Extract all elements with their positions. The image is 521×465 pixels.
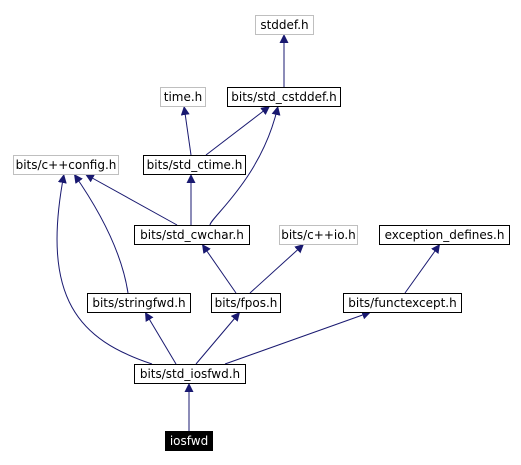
node-excdef[interactable]: exception_defines.h [379,225,510,245]
node-cppconfig: bits/c++config.h [13,155,119,175]
node-cstddef[interactable]: bits/std_cstddef.h [227,87,341,107]
node-iosfwd: iosfwd [165,431,213,451]
node-box-excdef [379,225,510,245]
node-ctime[interactable]: bits/std_ctime.h [143,155,246,175]
node-label-cwchar: bits/std_cwchar.h [140,228,244,242]
node-box-ctime [143,155,246,175]
node-label-iosfwd: iosfwd [170,434,208,448]
edge-cwchar-to-cppconfig [84,173,178,226]
node-label-excdef: exception_defines.h [385,228,505,242]
node-box-cwchar [134,225,250,245]
node-label-stringfwd: bits/stringfwd.h [92,296,185,310]
node-functexcept[interactable]: bits/functexcept.h [343,293,462,313]
node-cppio: bits/c++io.h [279,225,358,245]
node-box-cstddef [227,87,341,107]
node-label-cppconfig: bits/c++config.h [16,158,117,172]
node-box-fpos [211,293,281,313]
node-box-iosfwdh [134,364,246,384]
node-stringfwd[interactable]: bits/stringfwd.h [87,293,191,313]
edge-fpos-to-cwchar [201,243,237,294]
node-box-functexcept [343,293,462,313]
node-label-iosfwdh: bits/std_iosfwd.h [140,367,240,381]
edge-iosfwdh-to-stringfwd [144,311,177,365]
edge-cwchar-to-cstddef [209,105,281,226]
node-box-stringfwd [87,293,191,313]
node-box-stddef [255,15,314,35]
node-fpos[interactable]: bits/fpos.h [211,293,281,313]
node-label-stddef: stddef.h [260,18,308,32]
edges-layer [56,34,441,431]
node-box-cppconfig [13,155,119,175]
node-label-cstddef: bits/std_cstddef.h [231,90,336,104]
node-stddef: stddef.h [255,15,314,35]
node-iosfwdh[interactable]: bits/std_iosfwd.h [134,364,246,384]
edge-iosfwdh-to-cppconfig [56,173,153,365]
edge-iosfwdh-to-fpos [195,311,241,365]
node-label-time: time.h [164,90,203,104]
node-box-cppio [279,225,358,245]
node-label-functexcept: bits/functexcept.h [348,296,456,310]
edge-functexcept-to-excdef [404,243,441,294]
node-label-cppio: bits/c++io.h [281,228,356,242]
node-box-time [160,87,206,107]
edge-stringfwd-to-cppconfig [73,173,129,294]
node-label-fpos: bits/fpos.h [215,296,278,310]
node-cwchar[interactable]: bits/std_cwchar.h [134,225,250,245]
edge-ctime-to-time [180,105,192,156]
node-box-iosfwd [165,431,213,451]
edge-ctime-to-cstddef [205,105,271,156]
nodes-layer: stddef.h time.h bits/std_cstddef.h bits/c++… [13,15,510,451]
node-time: time.h [160,87,206,107]
node-label-ctime: bits/std_ctime.h [147,158,243,172]
edge-fpos-to-cppio [249,243,305,294]
edge-iosfwdh-to-functexcept [224,310,372,365]
